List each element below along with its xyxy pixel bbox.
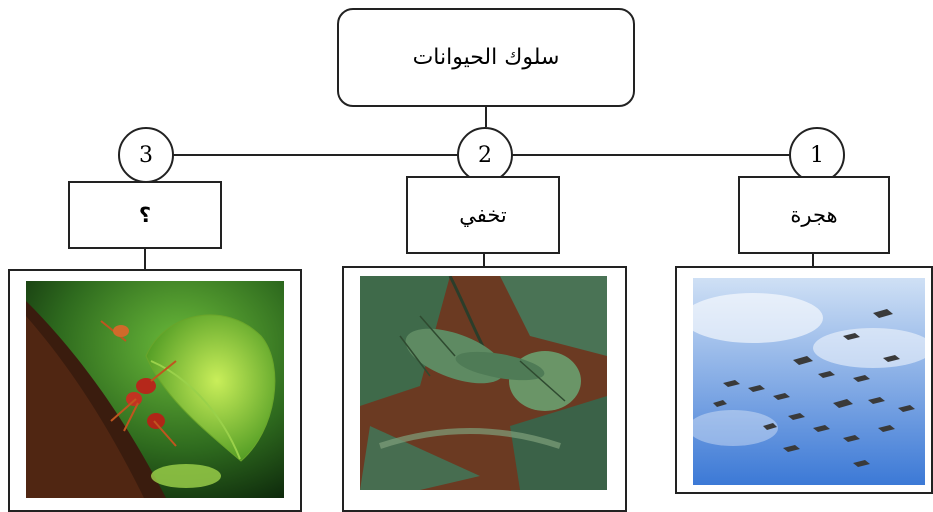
branch-1-number-circle: 1: [789, 127, 845, 183]
branch-3-label-box: ؟: [68, 181, 222, 249]
root-node: سلوك الحيوانات: [337, 8, 635, 107]
branch-2-label-box: تخفي: [406, 176, 560, 254]
migrating-birds-image: [693, 278, 925, 485]
leafcutter-ants-image: [26, 281, 284, 498]
branch-2-number-circle: 2: [457, 127, 513, 183]
branch-3-number: 3: [139, 143, 153, 168]
root-title: سلوك الحيوانات: [413, 45, 560, 70]
branch-1-label: هجرة: [790, 203, 837, 227]
branch-3-label: ؟: [139, 203, 151, 227]
branch-1-number: 1: [810, 143, 824, 168]
branch-2-label: تخفي: [459, 203, 507, 227]
camouflage-insect-image: [360, 276, 607, 490]
branch-2-number: 2: [478, 143, 492, 168]
branch-3-number-circle: 3: [118, 127, 174, 183]
branch-1-label-box: هجرة: [738, 176, 890, 254]
